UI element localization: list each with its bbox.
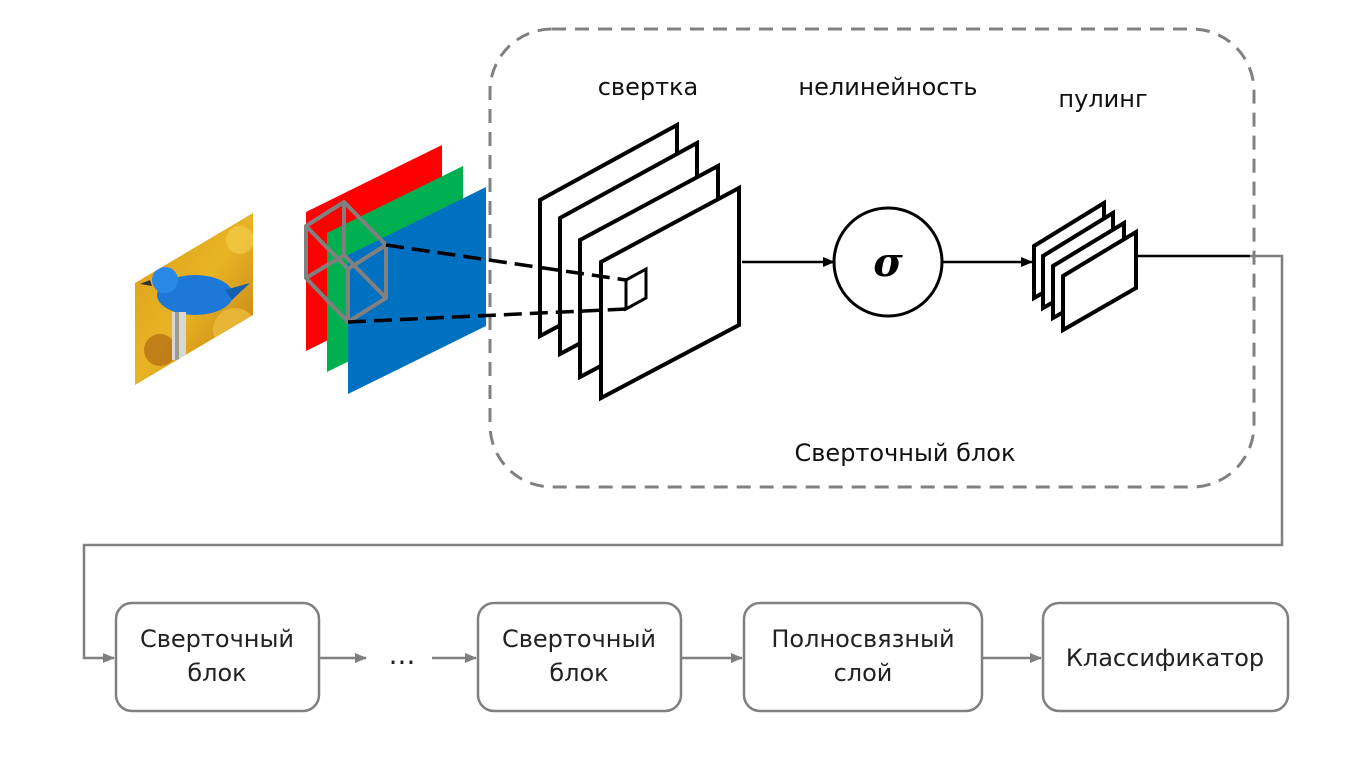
- box1-line1: Сверточный: [140, 625, 294, 653]
- pipeline-box-fc: [742, 601, 984, 713]
- pipeline-box-classifier: [1041, 601, 1290, 713]
- connector-to-pipeline: [82, 254, 1284, 663]
- conv-block-container: [488, 27, 1256, 489]
- box4-label: Классификатор: [1066, 644, 1264, 672]
- input-image: [135, 213, 253, 385]
- rgb-channels: [304, 145, 486, 394]
- nonlinearity-label: нелинейность: [798, 73, 977, 101]
- feature-map: [599, 184, 741, 402]
- pipeline: Сверточный блок ... Сверточный блок Полн…: [114, 601, 1290, 713]
- nonlinearity-node: [832, 206, 944, 318]
- box1-line2: блок: [187, 659, 246, 687]
- box2-line1: Сверточный: [502, 625, 656, 653]
- pooled-map: [1061, 228, 1138, 334]
- pipeline-box-conv-2: [476, 601, 683, 713]
- receptive-field-cube: [304, 200, 388, 324]
- pooling-label: пулинг: [1058, 85, 1147, 113]
- box3-line1: Полносвязный: [771, 625, 954, 653]
- pooling-maps: [1032, 199, 1138, 334]
- bird-head: [152, 267, 178, 293]
- projection-lines: [347, 243, 627, 324]
- kernel-square: [624, 266, 648, 312]
- box2-line2: блок: [549, 659, 608, 687]
- box3-line2: слой: [834, 659, 893, 687]
- convolution-label: свертка: [598, 73, 699, 101]
- pipeline-box-conv-1: [114, 601, 321, 713]
- conv-feature-maps: [538, 121, 741, 402]
- ellipsis: ...: [389, 638, 416, 671]
- sigma-symbol: σ: [873, 239, 903, 286]
- conv-block-caption: Сверточный блок: [795, 439, 1016, 467]
